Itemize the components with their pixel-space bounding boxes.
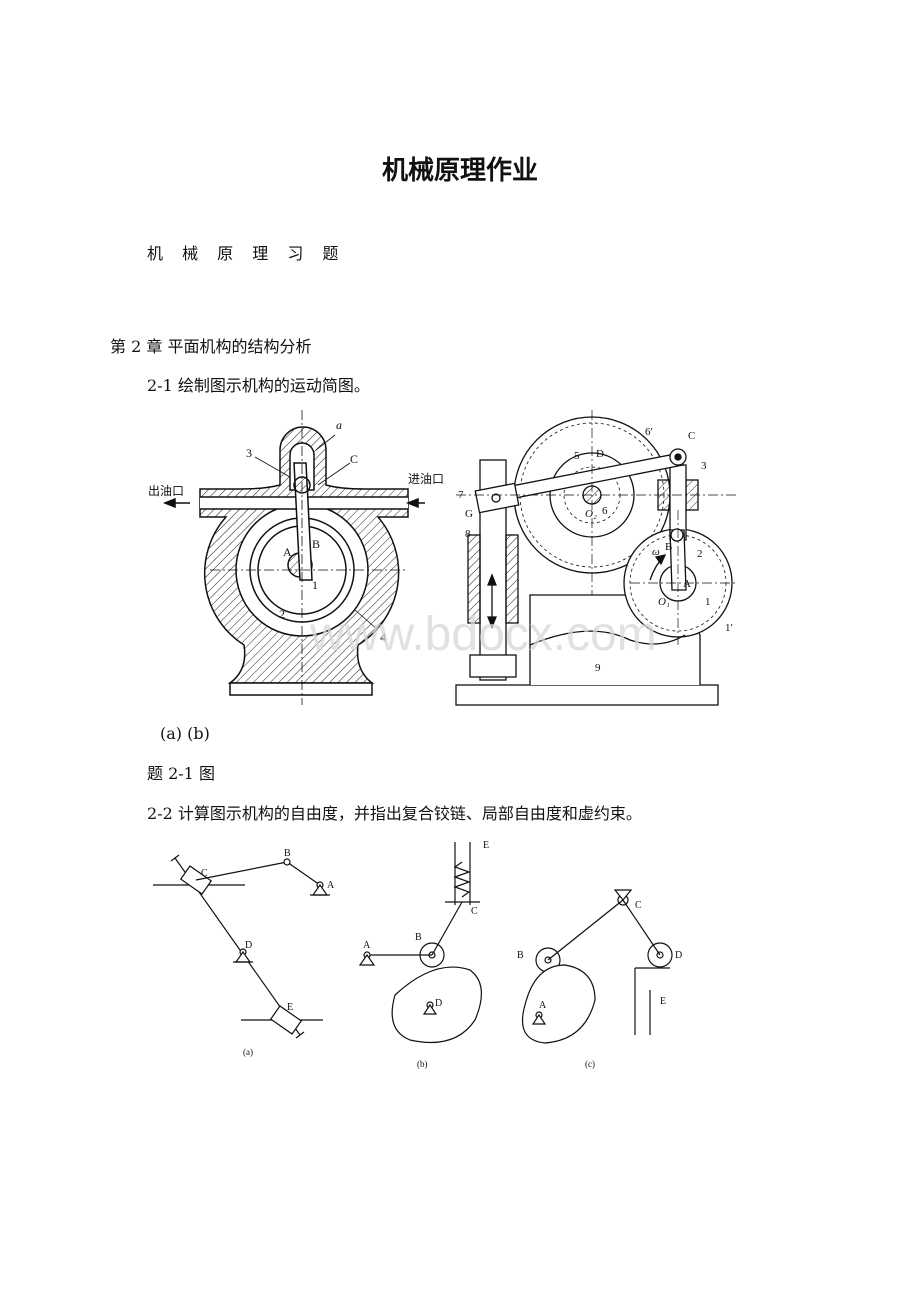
label-a-b: A: [683, 578, 691, 590]
label-3: 3: [246, 446, 252, 460]
label-d: D: [596, 448, 604, 460]
label-a-b2: A: [363, 940, 371, 951]
label-d-a: D: [245, 940, 252, 951]
label-9: 9: [595, 662, 601, 674]
label-e-a: E: [287, 1002, 293, 1013]
figure-2-1b-labels: 6′ C D 5 3 7 G O₂ 6 8 B ω 2 A O₁ 1 1′ 9: [458, 426, 733, 674]
label-omega: ω: [652, 546, 660, 558]
label-d-b2: D: [435, 998, 442, 1009]
document-title: 机械原理作业: [381, 156, 538, 186]
label-a-a: A: [327, 880, 335, 891]
label-g: G: [465, 508, 473, 520]
figure-2-1b: [455, 410, 738, 706]
label-b-c: B: [517, 950, 524, 961]
figure-2-2: C B A D E (a) E C A B D (b): [153, 840, 682, 1069]
problem-2-2-text: 2-2 计算图示机构的自由度，并指出复合铰链、局部自由度和虚约束。: [147, 804, 642, 823]
label-c-a: C: [201, 868, 208, 879]
label-a-c: A: [539, 1000, 547, 1011]
figure-2-1: a 3 C 出油口 进油口 A B 1 2 4: [148, 410, 738, 706]
label-5: 5: [574, 450, 580, 462]
figure-2-2c-labels: C B D A E (c): [517, 900, 682, 1069]
outlet-label: 出油口: [148, 484, 184, 498]
caption-c: (c): [585, 1059, 595, 1069]
label-6: 6: [602, 505, 608, 517]
label-8: 8: [465, 528, 471, 540]
label-1: 1: [312, 578, 318, 592]
label-e-b: E: [483, 840, 489, 851]
label-e-c: E: [660, 996, 666, 1007]
figure-2-2a: [153, 854, 330, 1039]
caption-a: (a): [243, 1047, 253, 1057]
label-4: 4: [380, 630, 386, 644]
figure-2-1-sublabels: (a) (b): [160, 724, 210, 743]
label-c: C: [350, 452, 358, 466]
label-b-b2: B: [415, 932, 422, 943]
label-b-a: B: [284, 848, 291, 859]
label-3-b: 3: [701, 460, 707, 472]
label-c-c: C: [635, 900, 642, 911]
figure-2-1-caption: 题 2-1 图: [147, 764, 215, 783]
inlet-label: 进油口: [408, 472, 444, 486]
document-subtitle: 机 械 原 理 习 题: [147, 244, 346, 263]
label-o1: O₁: [658, 596, 670, 608]
figure-2-1a: [162, 410, 425, 705]
problem-2-1-text: 2-1 绘制图示机构的运动简图。: [147, 376, 370, 395]
label-6p: 6′: [645, 426, 653, 438]
label-c-b2: C: [471, 906, 478, 917]
label-7: 7: [458, 489, 464, 501]
figure-2-2b: [358, 842, 482, 1044]
figure-2-2b-labels: E C A B D (b): [363, 840, 489, 1069]
caption-b: (b): [417, 1059, 428, 1069]
watermark: www.bdocx.com: [309, 608, 657, 661]
label-c-b: C: [688, 430, 695, 442]
label-1-b: 1: [705, 596, 711, 608]
label-b-b: B: [665, 541, 672, 553]
figure-2-1a-labels: a 3 C 出油口 进油口 A B 1 2 4: [148, 418, 444, 644]
label-2: 2: [279, 607, 285, 621]
label-b: B: [312, 537, 320, 551]
label-a-joint: A: [283, 545, 292, 559]
label-a: a: [336, 418, 342, 432]
figure-2-2c: [521, 889, 673, 1044]
chapter-heading: 第 2 章 平面机构的结构分析: [110, 337, 312, 356]
label-1p: 1′: [725, 622, 733, 634]
label-o2: O₂: [585, 508, 597, 520]
label-d-c: D: [675, 950, 682, 961]
figure-2-2a-labels: C B A D E (a): [201, 848, 335, 1057]
label-2-b: 2: [697, 548, 703, 560]
